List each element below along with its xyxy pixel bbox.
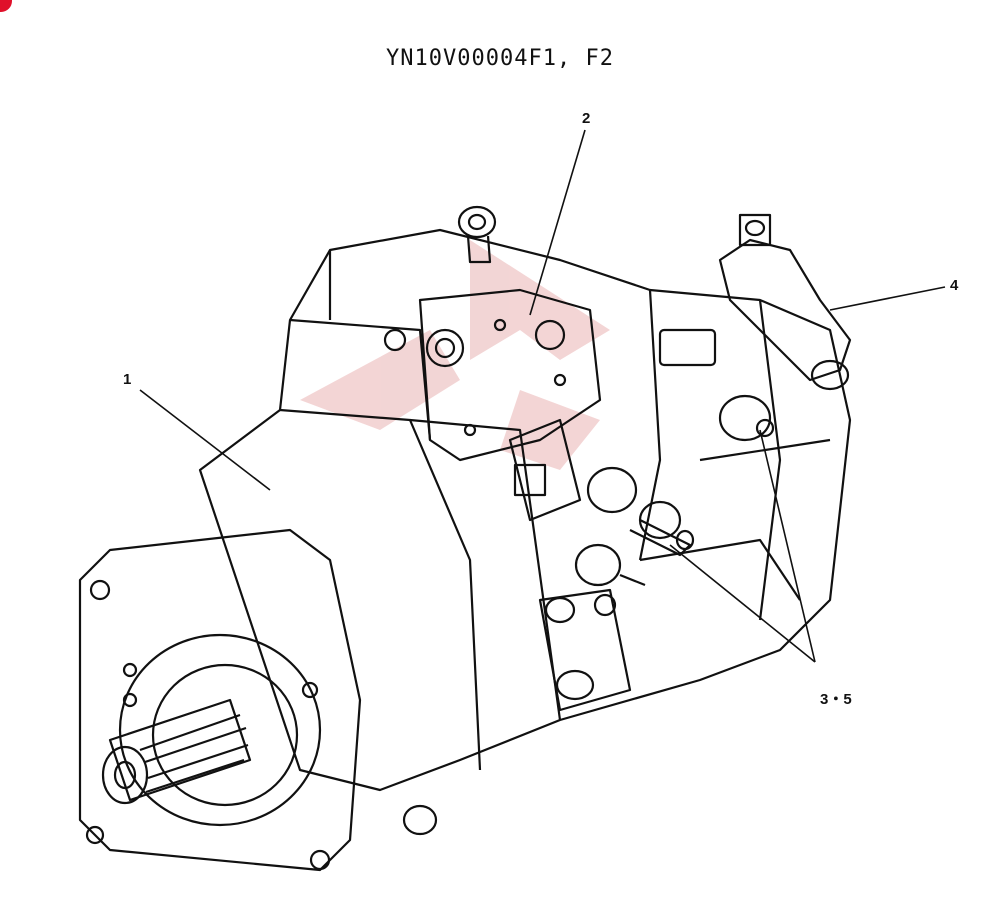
port-block (402, 588, 632, 836)
watermark-logo (300, 240, 610, 470)
side-fitting (718, 213, 852, 391)
diagram-title: YN10V00004F1, F2 (386, 46, 614, 71)
leader-line-4 (829, 286, 946, 311)
leader-line-2 (529, 129, 586, 316)
callout-2: 2 (582, 110, 591, 127)
callout-4: 4 (950, 277, 959, 294)
leader-line-3-5-b (669, 544, 816, 663)
input-shaft (101, 698, 252, 805)
leader-line-1 (139, 389, 271, 491)
callout-1: 1 (123, 371, 132, 388)
regulator-block (383, 288, 602, 462)
callout-3-5: 3・5 (820, 691, 852, 708)
lifting-eye (457, 205, 497, 264)
leader-line-3-5-a (759, 429, 816, 663)
solenoid-valves (508, 328, 775, 587)
front-flange (78, 528, 362, 872)
